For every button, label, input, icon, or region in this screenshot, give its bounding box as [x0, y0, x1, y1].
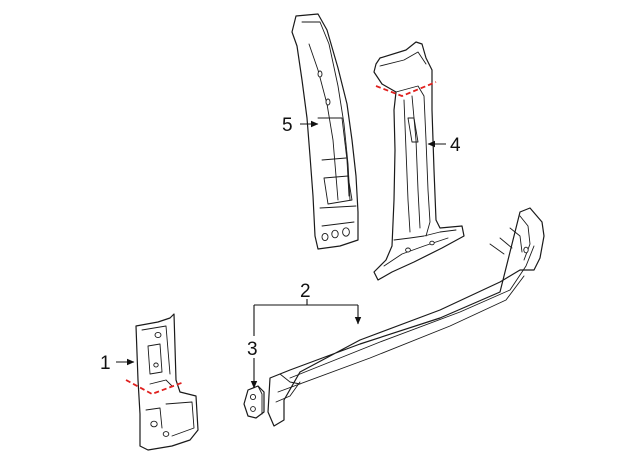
callout-4: 4	[450, 135, 461, 156]
cut-line-part-1	[125, 379, 185, 395]
part-4-center-pillar-reinforcement	[373, 41, 465, 281]
callout-1: 1	[100, 353, 111, 374]
part-1-hinge-pillar	[135, 313, 199, 451]
part-5-center-pillar-outer	[291, 13, 359, 250]
callout-3: 3	[247, 339, 258, 360]
cut-line-part-4	[375, 81, 437, 97]
part-3-bracket	[243, 385, 265, 419]
part-2-rocker-panel	[267, 207, 545, 427]
leader-bracket-2	[253, 299, 362, 336]
callout-2: 2	[300, 281, 311, 302]
callout-5: 5	[282, 115, 293, 136]
